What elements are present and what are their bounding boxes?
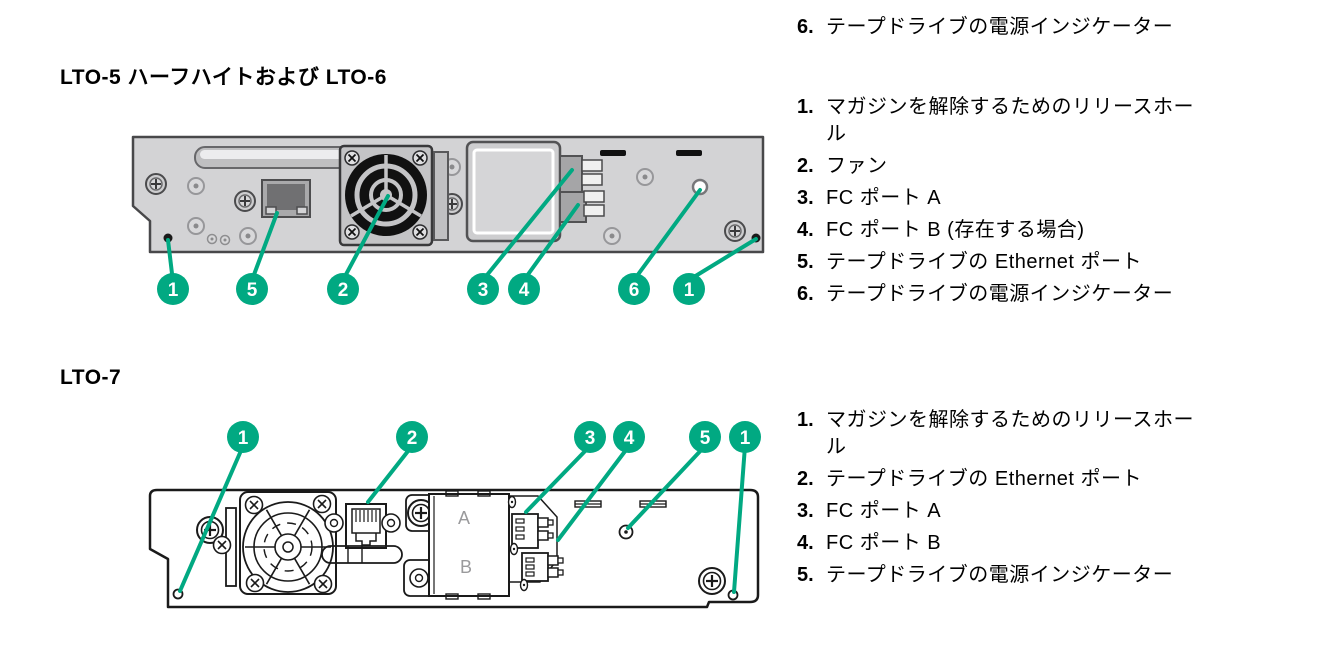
callout-badge: 3 <box>574 421 606 453</box>
svg-text:3: 3 <box>478 280 489 301</box>
section-heading-lto7: LTO-7 <box>60 366 122 389</box>
rivet-icon <box>636 168 654 186</box>
fc-module: A B <box>428 490 510 600</box>
callout-badge: 2 <box>396 421 428 453</box>
callout-badge: 4 <box>613 421 645 453</box>
rivet-icon <box>239 227 257 245</box>
fc-port-b <box>559 190 605 223</box>
callout-badge: 1 <box>673 273 705 305</box>
svg-text:4: 4 <box>519 280 530 301</box>
port-b-label: B <box>460 557 472 577</box>
small-hole-icon <box>219 234 231 246</box>
vent-slot <box>600 150 626 156</box>
release-hole-left <box>163 233 173 243</box>
eyelet-icon <box>509 542 519 556</box>
svg-text:5: 5 <box>700 428 711 449</box>
callout-badges: 1 2 3 4 5 1 <box>227 421 761 453</box>
screw-icon <box>234 190 256 212</box>
svg-text:3: 3 <box>585 428 596 449</box>
callout-lines <box>178 444 747 594</box>
list-item: 1.マガジンを解除するためのリリースホー ル <box>797 409 1194 458</box>
fc-module <box>465 140 562 243</box>
list-item: 3.FC ポート A <box>797 500 942 522</box>
item-text: テープドライブの電源インジケーター <box>826 16 1174 38</box>
handle-slot <box>194 146 356 169</box>
rivet-icon <box>324 513 344 533</box>
svg-text:1: 1 <box>168 280 179 301</box>
ethernet-port <box>261 179 311 218</box>
rivet-icon <box>381 513 401 533</box>
port-a-label: A <box>458 508 470 528</box>
svg-text:1: 1 <box>684 280 695 301</box>
legend-list-lto5-lto6: 1.マガジンを解除するためのリリースホー ル 2.ファン 3.FC ポート A … <box>797 94 1317 313</box>
eyelet-icon <box>519 578 529 592</box>
handle-slot <box>321 545 403 564</box>
list-item: 4.FC ポート B <box>797 532 942 554</box>
eyelet-icon <box>507 495 517 509</box>
callout-badge: 5 <box>689 421 721 453</box>
list-item: 4.FC ポート B (存在する場合) <box>797 219 1085 241</box>
list-item: 5.テープドライブの電源インジケーター <box>797 564 1174 586</box>
lto5-lto6-rear-panel-figure: 1 5 2 3 4 6 1 <box>131 135 765 305</box>
callout-badge: 5 <box>236 273 268 305</box>
list-item: 2.テープドライブの Ethernet ポート <box>797 468 1143 490</box>
rear-panel-lto7: A B <box>148 488 760 609</box>
item-number: 6. <box>797 16 814 38</box>
callout-badge: 1 <box>729 421 761 453</box>
callout-badge: 3 <box>467 273 499 305</box>
callout-badge: 6 <box>618 273 650 305</box>
svg-text:1: 1 <box>740 428 751 449</box>
ethernet-port <box>345 503 387 549</box>
svg-text:2: 2 <box>338 280 349 301</box>
legend-list-lto7: 1.マガジンを解除するためのリリースホー ル 2.テープドライブの Ethern… <box>797 407 1317 594</box>
callout-badge: 4 <box>508 273 540 305</box>
legend-item-top: 6. テープドライブの電源インジケーター <box>797 14 1317 41</box>
fc-port-a <box>511 513 554 549</box>
list-item: 3.FC ポート A <box>797 187 942 209</box>
list-item: 1.マガジンを解除するためのリリースホー ル <box>797 96 1194 145</box>
svg-text:5: 5 <box>247 280 258 301</box>
svg-text:4: 4 <box>624 428 635 449</box>
callout-badges: 1 5 2 3 4 6 1 <box>157 273 705 305</box>
lto7-rear-panel-figure: A B <box>148 421 761 609</box>
list-item: 6.テープドライブの電源インジケーター <box>797 283 1174 305</box>
small-hole-icon <box>206 233 218 245</box>
svg-text:1: 1 <box>238 428 249 449</box>
screw-icon <box>724 220 746 242</box>
section-heading-lto5-lto6: LTO-5 ハーフハイトおよび LTO-6 <box>60 66 387 89</box>
bracket-strip <box>433 151 449 241</box>
callout-lines <box>166 168 758 284</box>
callout-badge: 1 <box>227 421 259 453</box>
list-item: 2.ファン <box>797 155 888 177</box>
callout-badge: 2 <box>327 273 359 305</box>
fan <box>212 491 337 595</box>
rivet-icon <box>187 217 205 235</box>
callout-badge: 1 <box>157 273 189 305</box>
list-item: 5.テープドライブの Ethernet ポート <box>797 251 1143 273</box>
rivet-icon <box>603 227 621 245</box>
svg-text:2: 2 <box>407 428 418 449</box>
vent-slot <box>676 150 702 156</box>
rivet-icon <box>187 177 205 195</box>
screw-icon <box>697 566 727 596</box>
svg-text:6: 6 <box>629 280 640 301</box>
power-led <box>691 178 709 196</box>
screw-icon <box>145 173 167 195</box>
fc-port-b <box>521 552 564 582</box>
